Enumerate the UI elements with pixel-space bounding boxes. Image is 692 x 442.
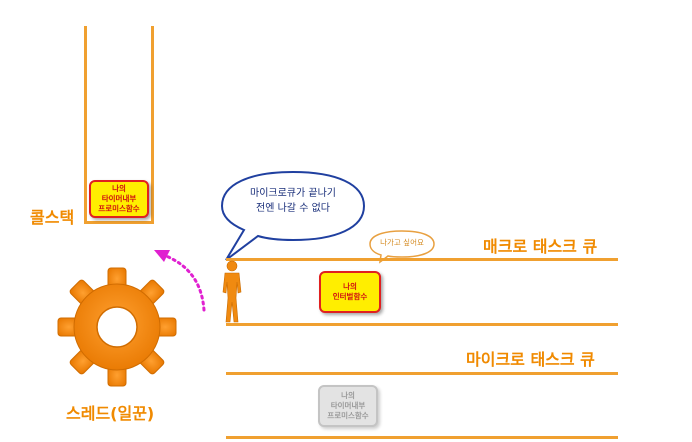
call-stack-function-box: 나의 타이머내부 프로미스함수 xyxy=(89,180,149,218)
call-stack-box-line3: 프로미스함수 xyxy=(98,204,140,213)
person-icon xyxy=(222,260,242,323)
macro-queue-function-box: 나의 인터벌함수 xyxy=(319,271,381,313)
micro-box-line3: 프로미스함수 xyxy=(327,411,369,420)
speech-bubble-text: 마이크로큐가 끝나기 전엔 나갈 수 없다 xyxy=(226,186,360,216)
small-bubble-text: 나가고 싶어요 xyxy=(380,238,424,247)
micro-queue-label: 마이크로 태스크 큐 xyxy=(466,350,595,369)
macro-box-line2: 인터벌함수 xyxy=(332,292,368,301)
macro-box-line1: 나의 xyxy=(343,282,357,291)
speech-bubble-line2: 전엔 나갈 수 없다 xyxy=(256,203,330,214)
micro-box-line2: 타이머내부 xyxy=(330,401,366,410)
micro-box-line1: 나의 xyxy=(341,391,355,400)
call-stack-right-wall xyxy=(151,26,154,224)
call-stack-left-wall xyxy=(84,26,87,224)
small-speech-bubble xyxy=(369,230,435,264)
micro-queue-function-box: 나의 타이머내부 프로미스함수 xyxy=(318,385,378,427)
macro-queue-top-line xyxy=(226,258,618,261)
dotted-curved-arrow-icon xyxy=(154,250,206,312)
call-stack-bottom xyxy=(84,221,154,224)
call-stack-label: 콜스택 xyxy=(30,208,75,227)
micro-queue-top-line xyxy=(226,372,618,375)
speech-bubble-line1: 마이크로큐가 끝나기 xyxy=(250,188,336,199)
micro-queue-bottom-line xyxy=(226,436,618,439)
macro-queue-label: 매크로 태스크 큐 xyxy=(483,237,598,256)
call-stack-box-line2: 타이머내부 xyxy=(101,194,137,203)
thread-label: 스레드(일꾼) xyxy=(66,404,155,423)
gear-icon xyxy=(57,267,177,387)
speech-bubble xyxy=(220,170,366,261)
macro-queue-bottom-line xyxy=(226,323,618,326)
call-stack-box-line1: 나의 xyxy=(112,184,126,193)
